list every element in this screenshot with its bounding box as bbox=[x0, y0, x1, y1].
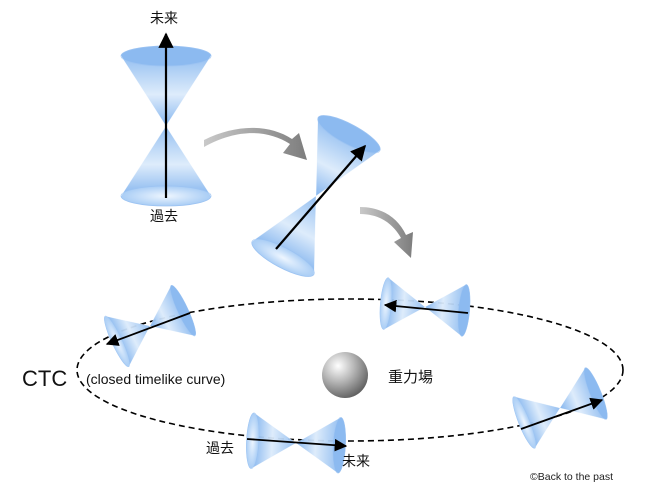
gray-curved-arrow-icon bbox=[204, 127, 307, 160]
orbit-worldline-right bbox=[520, 397, 604, 430]
label-ctc: CTC bbox=[22, 366, 68, 391]
orbit-light-cone-left bbox=[100, 282, 200, 370]
worldline-tilted-arrow bbox=[275, 144, 367, 250]
orbit-worldline-top bbox=[383, 299, 469, 314]
orbit-light-cone-top bbox=[377, 276, 473, 338]
label-ctc-full: (closed timelike curve) bbox=[86, 371, 226, 387]
label-past-top: 過去 bbox=[150, 209, 178, 225]
orbit-worldline-bottom bbox=[246, 438, 348, 452]
gray-curved-arrow-icon bbox=[360, 207, 413, 258]
label-future-bottom: 未来 bbox=[342, 454, 370, 470]
closed-timelike-curve bbox=[76, 298, 624, 442]
label-future-top: 未来 bbox=[150, 11, 178, 27]
credit-text: ©Back to the past bbox=[530, 471, 614, 483]
label-gravity-field: 重力場 bbox=[388, 368, 434, 386]
orbit-worldline-left bbox=[105, 312, 191, 346]
label-past-bottom: 過去 bbox=[206, 441, 234, 457]
light-cone-tilted bbox=[246, 108, 386, 284]
gravity-mass-sphere-icon bbox=[322, 352, 368, 398]
orbit-light-cone-right bbox=[508, 365, 612, 451]
